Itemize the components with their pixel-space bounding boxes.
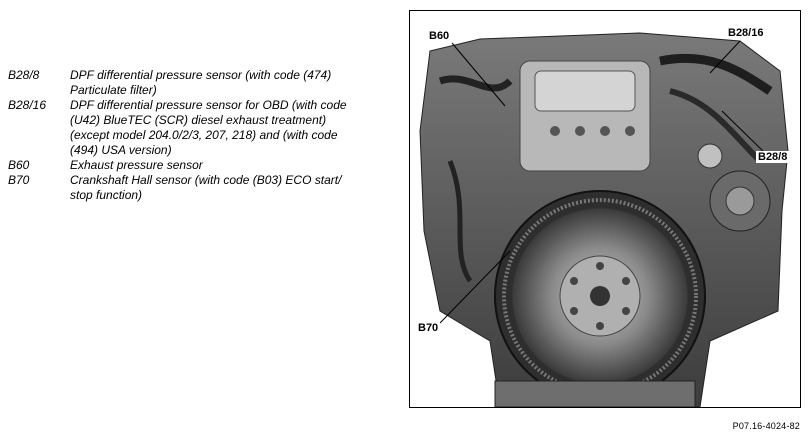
legend-description: Crankshaft Hall sensor (with code (B03) … bbox=[70, 173, 342, 202]
legend-row-b28-16: B28/16 DPF differential pressure sensor … bbox=[8, 98, 398, 158]
callout-b28-16: B28/16 bbox=[726, 27, 766, 39]
legend-list: B28/8 DPF differential pressure sensor (… bbox=[8, 68, 398, 203]
figure-caption: P07.16-4024-82 bbox=[732, 421, 800, 431]
flywheel-shape bbox=[494, 190, 706, 402]
legend-code: B28/8 bbox=[8, 68, 40, 82]
legend-code: B70 bbox=[8, 173, 30, 187]
legend-code: B28/16 bbox=[8, 98, 47, 112]
legend-row-b28-8: B28/8 DPF differential pressure sensor (… bbox=[8, 68, 398, 98]
legend-description: DPF differential pressure sensor for OBD… bbox=[70, 98, 347, 157]
engine-drawing bbox=[419, 32, 789, 407]
engine-illustration: B60 B28/16 B28/8 B70 bbox=[409, 10, 801, 408]
legend-description: Exhaust pressure sensor bbox=[70, 158, 203, 172]
callout-b70: B70 bbox=[416, 322, 441, 334]
callout-b60: B60 bbox=[427, 30, 452, 42]
legend-code: B60 bbox=[8, 158, 30, 172]
legend-description: DPF differential pressure sensor (with c… bbox=[70, 68, 332, 97]
legend-row-b60: B60 Exhaust pressure sensor bbox=[8, 158, 398, 173]
legend-row-b70: B70 Crankshaft Hall sensor (with code (B… bbox=[8, 173, 398, 203]
callout-b28-8: B28/8 bbox=[756, 151, 790, 163]
